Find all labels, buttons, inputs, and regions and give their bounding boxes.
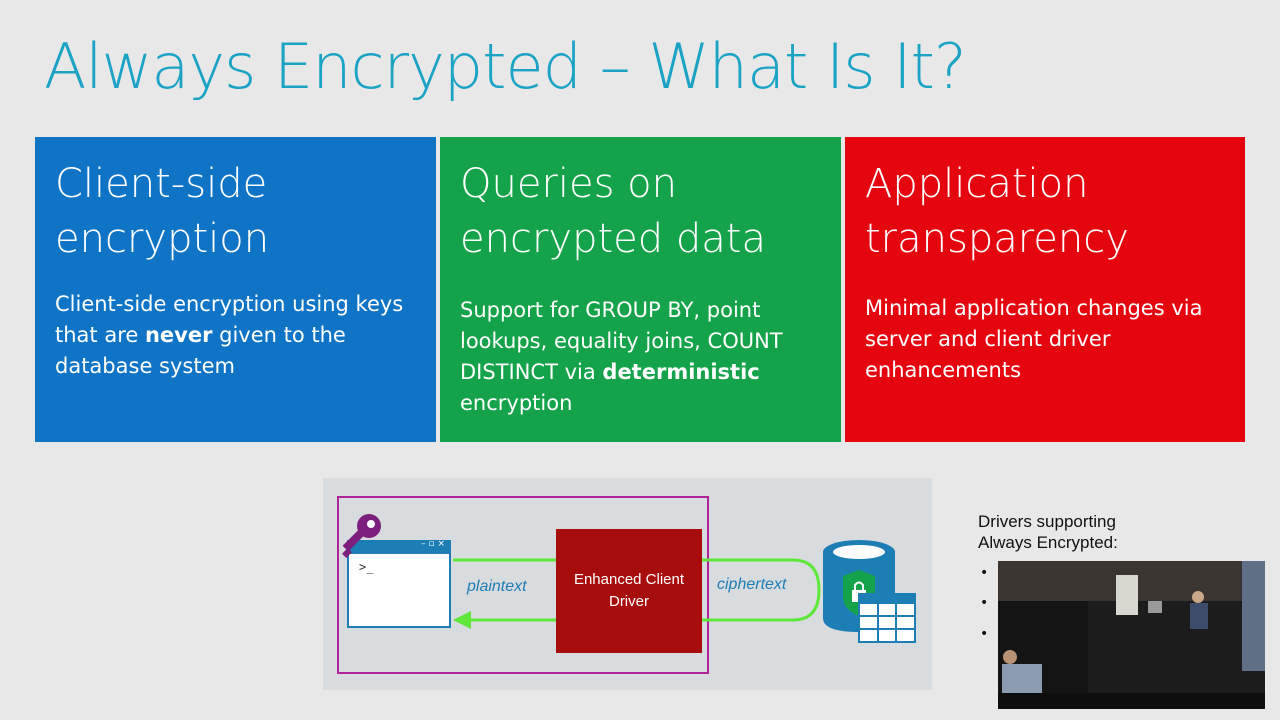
room-camera-image [998, 561, 1265, 709]
tile-heading-line1: Application [865, 161, 1089, 207]
enhanced-client-driver: Enhanced Client Driver [556, 529, 702, 653]
database-icon [823, 540, 916, 643]
tile-body: Minimal application changes via server a… [865, 296, 1203, 382]
tile-body: Support for GROUP BY, point lookups, equ… [460, 298, 783, 415]
slide-title: Always Encrypted – What Is It? [44, 30, 967, 103]
bullet-1: • [980, 565, 989, 581]
tile-heading-line2: transparency [865, 216, 1129, 262]
tile-heading-line1: Queries on [460, 161, 677, 207]
tile-heading-line1: Client-side [55, 161, 268, 207]
tile-client-side-encryption: Client-side encryption Client-side encry… [35, 137, 436, 442]
bullet-3: • [980, 626, 989, 642]
tile-body: Client-side encryption using keys that a… [55, 292, 404, 378]
label-plaintext: plaintext [467, 578, 527, 595]
bullet-2: • [980, 595, 989, 611]
table-icon [858, 593, 916, 643]
tile-heading-line2: encryption [55, 216, 270, 262]
client-boundary-frame [337, 496, 709, 674]
data-flow-arrow [453, 558, 821, 629]
prompt-text: >_ [359, 560, 374, 574]
app-window-icon: – ▫ × >_ [347, 539, 451, 628]
camera-video-inset [998, 561, 1265, 709]
window-controls: – ▫ × [421, 539, 445, 549]
tile-queries-on-encrypted-data: Queries on encrypted data Support for GR… [440, 137, 841, 442]
drivers-caption: Drivers supporting Always Encrypted: [978, 512, 1118, 552]
architecture-diagram: – ▫ × >_ Enhanced Client Driver plaintex… [323, 478, 932, 690]
label-ciphertext: ciphertext [717, 576, 787, 593]
key-icon [342, 514, 381, 558]
tile-application-transparency: Application transparency Minimal applica… [845, 137, 1245, 442]
tile-heading-line2: encrypted data [460, 216, 766, 262]
